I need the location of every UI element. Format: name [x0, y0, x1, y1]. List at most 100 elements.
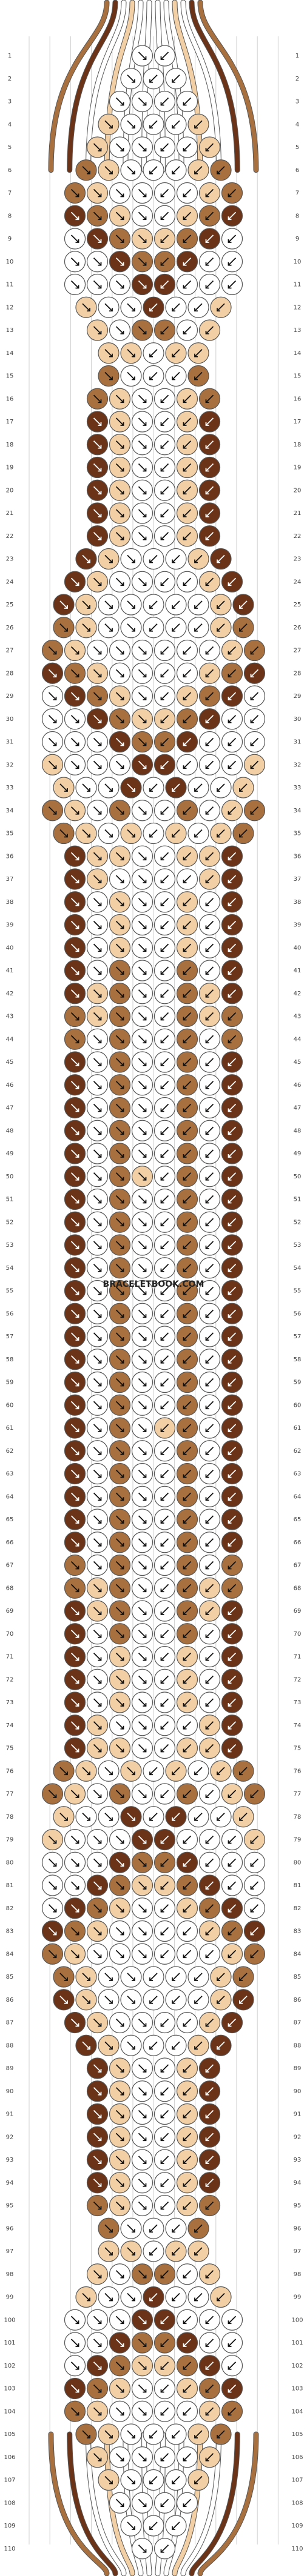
knot: [64, 1874, 86, 1896]
knot-arrow-icon: [138, 486, 147, 494]
knot-arrow-icon: [194, 1767, 203, 1775]
knot: [165, 777, 187, 798]
knot: [232, 594, 254, 616]
knot-arrowhead-icon: [205, 1748, 209, 1753]
row-number: 73: [6, 1699, 14, 1706]
knot-arrowhead-icon: [149, 2252, 153, 2256]
knot-arrowhead-icon: [143, 102, 147, 106]
knot-arrow-icon: [138, 463, 147, 472]
knot-arrowhead-icon: [160, 1612, 164, 1615]
knot: [221, 1715, 243, 1736]
knot-arrow-icon: [138, 1469, 147, 1478]
knot-arrowhead-icon: [160, 765, 164, 769]
knot-arrow-icon: [183, 1309, 192, 1318]
knot: [64, 1028, 86, 1050]
knot-arrowhead-icon: [98, 468, 102, 472]
knot-arrowhead-icon: [143, 1063, 147, 1066]
knot: [187, 1989, 209, 2011]
knot-arrowhead-icon: [120, 1383, 124, 1387]
knot: [86, 2309, 109, 2331]
knot: [176, 639, 198, 662]
knot-arrow-icon: [228, 1469, 237, 1478]
knot-arrowhead-icon: [205, 2457, 209, 2461]
knot-arrowhead-icon: [109, 170, 113, 174]
row-number: 19: [6, 465, 14, 471]
knot-arrow-icon: [160, 234, 169, 243]
row-number: 53: [6, 1242, 14, 1249]
knot-arrow-icon: [115, 898, 124, 906]
knot-arrow-icon: [205, 646, 214, 655]
knot: [109, 914, 131, 936]
knot: [221, 891, 243, 913]
knot: [64, 228, 86, 250]
knot-arrow-icon: [228, 1927, 237, 1936]
knot-arrow-icon: [138, 898, 147, 906]
knot: [154, 571, 176, 593]
row-number: 43: [294, 1014, 302, 1020]
knot-arrowhead-icon: [217, 308, 220, 312]
knot-arrow-icon: [205, 1927, 214, 1936]
knot: [53, 777, 75, 798]
row-number: 30: [6, 716, 14, 723]
row-number: 80: [294, 1859, 302, 1866]
row-number: 69: [294, 1608, 302, 1615]
knot-arrowhead-icon: [183, 765, 187, 769]
knot-arrow-icon: [160, 2384, 169, 2393]
knot-arrowhead-icon: [183, 1108, 187, 1112]
knot: [64, 1234, 86, 1256]
knot-arrowhead-icon: [160, 2114, 164, 2119]
knot-arrow-icon: [250, 737, 259, 746]
knot-arrowhead-icon: [183, 925, 187, 929]
knot-arrow-icon: [93, 1103, 102, 1112]
knot-arrow-icon: [205, 2018, 214, 2027]
knot-arrow-icon: [70, 234, 79, 243]
knot: [176, 1257, 198, 1279]
knot-arrow-icon: [183, 875, 192, 883]
knot-arrow-icon: [93, 989, 102, 998]
knot: [154, 2400, 176, 2422]
knot: [176, 1783, 198, 1805]
knot-arrow-icon: [70, 2018, 79, 2027]
knot-arrowhead-icon: [143, 697, 147, 700]
knot-arrow-icon: [138, 188, 147, 198]
knot: [154, 1280, 176, 1302]
knot-arrowhead-icon: [160, 742, 164, 746]
knot: [210, 548, 232, 570]
knot-arrow-icon: [183, 280, 192, 289]
knot: [221, 1737, 243, 1759]
knot: [109, 639, 131, 662]
knot: [109, 1349, 131, 1370]
knot-arrow-icon: [93, 326, 102, 334]
knot-arrowhead-icon: [75, 651, 79, 655]
knot: [176, 1715, 198, 1736]
knot-arrow-icon: [48, 806, 57, 815]
knot-arrow-icon: [160, 2156, 169, 2164]
knot-arrow-icon: [183, 1538, 192, 1547]
knot-arrowhead-icon: [120, 2183, 124, 2187]
knot-arrow-icon: [138, 715, 147, 723]
knot-arrowhead-icon: [194, 559, 198, 563]
knot-arrowhead-icon: [149, 788, 153, 792]
knot: [176, 1645, 198, 1668]
knot-arrowhead-icon: [109, 125, 113, 129]
knot-arrowhead-icon: [183, 1223, 187, 1227]
knot-arrowhead-icon: [132, 170, 135, 174]
knot: [143, 2515, 164, 2537]
knot-arrow-icon: [59, 600, 68, 609]
knot-arrowhead-icon: [98, 514, 102, 517]
knot-arrowhead-icon: [75, 2412, 79, 2416]
knot-arrowhead-icon: [143, 2183, 147, 2187]
knot-arrow-icon: [93, 646, 102, 655]
knot-arrowhead-icon: [228, 193, 232, 198]
knot-arrow-icon: [70, 715, 79, 723]
knot-arrowhead-icon: [183, 2503, 187, 2508]
row-number: 49: [294, 1150, 302, 1157]
knot-arrowhead-icon: [120, 445, 124, 449]
knot-arrow-icon: [160, 898, 169, 906]
knot-arrowhead-icon: [143, 925, 147, 929]
knot-arrowhead-icon: [143, 1108, 147, 1112]
knot-arrow-icon: [93, 898, 102, 906]
knot-arrow-icon: [172, 1813, 180, 1821]
row-number: 55: [294, 1288, 302, 1295]
knot-arrowhead-icon: [183, 697, 187, 700]
